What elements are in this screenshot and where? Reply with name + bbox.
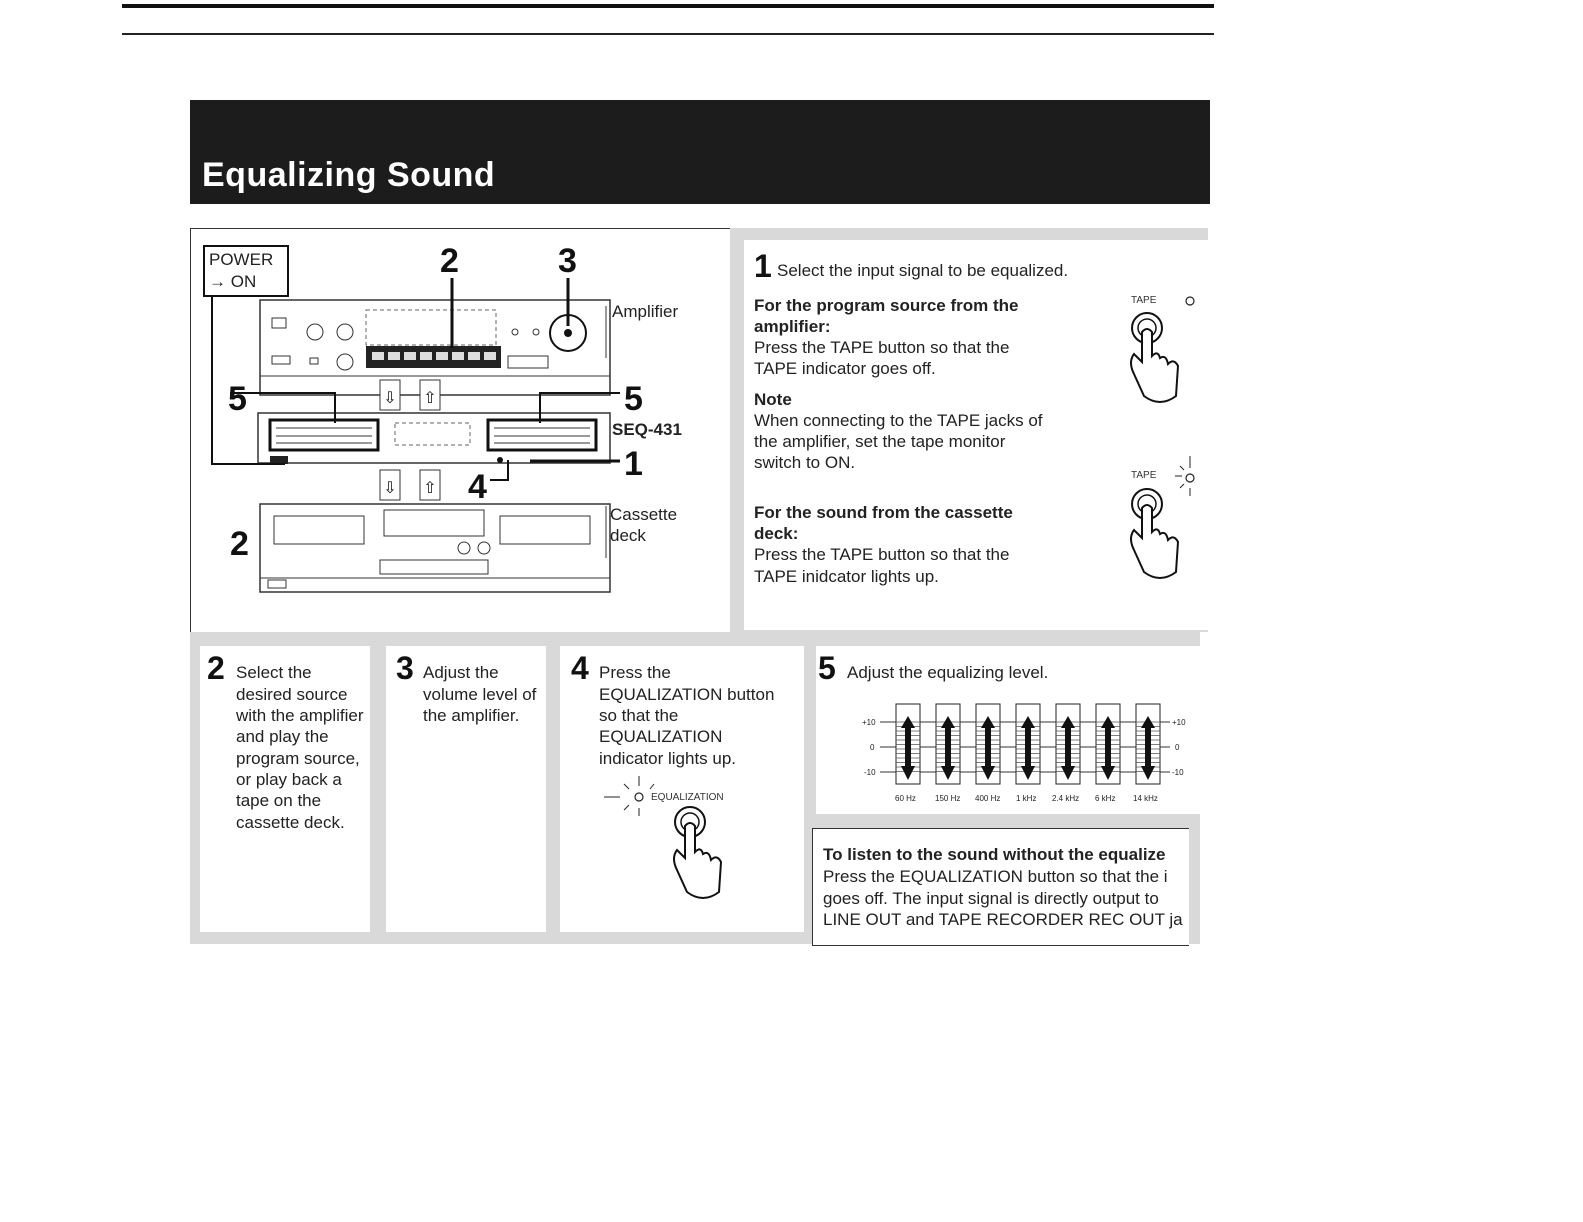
amp-text-1: Press the TAPE button so that the [754,338,1010,357]
equalizer-sliders [880,703,1170,785]
tape-label-off: TAPE [1131,295,1157,306]
step3-line-1: Adjust the [423,663,499,682]
callout-1: 1 [624,445,643,483]
equalization-indicator-label: EQUALIZATION [651,792,724,803]
step1-number: 1 [754,248,772,284]
scale-right-plus10: +10 [1172,718,1186,727]
step4-number: 4 [571,650,589,686]
svg-text:⇩: ⇩ [383,480,396,497]
seq-label: SEQ-431 [612,420,682,439]
deck-label: deck [610,526,646,545]
amp-heading-2: amplifier: [754,317,831,336]
step2-line-2: desired source [236,685,348,704]
step3-panel [386,646,546,932]
scale-right-zero: 0 [1175,743,1180,752]
eq-slider-4 [1015,703,1041,785]
band-label-3: 400 Hz [975,794,1001,803]
band-label-7: 14 kHz [1133,794,1158,803]
step4-line-3: so that the [599,706,679,725]
bypass-line-2: goes off. The input signal is directly o… [823,889,1159,908]
tape-button-lit-hand-icon [1130,456,1195,579]
equipment-diagram: ⇩ ⇧ ⇩ ⇧ [203,245,620,593]
amplifier-label: Amplifier [612,302,679,321]
step4-line-4: EQUALIZATION [599,727,723,746]
deck-text-2: TAPE inidcator lights up. [754,567,939,586]
equalization-button-hand-icon [604,776,723,899]
page-title: Equalizing Sound [202,156,496,194]
scale-left-plus10: +10 [862,718,876,727]
deck-heading-1: For the sound from the cassette [754,503,1013,522]
callout-2-left: 2 [230,525,249,563]
eq-slider-7 [1135,703,1161,785]
eq-slider-3 [975,703,1001,785]
power-on-label: → ON [209,272,257,291]
step5-number: 5 [818,650,836,686]
band-label-5: 2.4 kHz [1052,794,1080,803]
callout-4: 4 [468,468,487,506]
tape-button-hand-icon [1130,296,1195,403]
deck-text-1: Press the TAPE button so that the [754,545,1010,564]
svg-text:⇧: ⇧ [423,480,436,497]
top-rule-thin [122,33,1214,35]
svg-text:⇧: ⇧ [423,390,436,407]
step4-line-2: EQUALIZATION button [599,685,775,704]
note-line-2: the amplifier, set the tape monitor [754,432,1006,451]
amp-heading-1: For the program source from the [754,296,1019,315]
bypass-heading: To listen to the sound without the equal… [823,845,1166,864]
step3-line-3: the amplifier. [423,706,520,725]
step2-line-7: tape on the [236,791,322,810]
cassette-label: Cassette [610,505,678,524]
callout-2-top: 2 [440,242,459,280]
eq-slider-6 [1095,703,1121,785]
deck-heading-2: deck: [754,524,799,543]
band-label-6: 6 kHz [1095,794,1116,803]
note-heading: Note [754,390,792,409]
svg-text:⇩: ⇩ [383,390,396,407]
scale-right-minus10: -10 [1172,768,1184,777]
step2-line-1: Select the [236,663,312,682]
tape-label-on: TAPE [1131,470,1157,481]
band-label-2: 150 Hz [935,794,961,803]
power-label: POWER [209,250,274,269]
note-line-3: switch to ON. [754,453,856,472]
step1-text: Select the input signal to be equalized. [777,261,1069,280]
bypass-note-panel [812,828,1189,946]
step4-line-5: indicator lights up. [599,749,737,768]
amp-text-2: TAPE indicator goes off. [754,359,936,378]
callout-5-left: 5 [228,380,247,418]
bypass-line-1: Press the EQUALIZATION button so that th… [823,867,1168,886]
step2-line-4: and play the [236,727,329,746]
scale-left-zero: 0 [870,743,875,752]
step3-number: 3 [396,650,414,686]
eq-slider-1 [895,703,921,785]
step2-line-3: with the amplifier [236,706,364,725]
scale-left-minus10: -10 [864,768,876,777]
step1-panel [744,240,1208,630]
callout-3: 3 [558,242,577,280]
top-rule [122,4,1214,8]
header-band [190,100,1210,204]
eq-slider-2 [935,703,961,785]
callout-5-right: 5 [624,380,643,418]
step4-line-1: Press the [599,663,671,682]
step5-text: Adjust the equalizing level. [847,663,1049,682]
step2-line-6: or play back a [236,770,342,789]
step3-line-2: volume level of [423,685,537,704]
eq-slider-5 [1055,703,1081,785]
bypass-line-3: LINE OUT and TAPE RECORDER REC OUT ja [823,910,1183,929]
note-line-1: When connecting to the TAPE jacks of [754,411,1043,430]
step4-panel [560,646,804,932]
step2-panel [200,646,370,932]
band-label-4: 1 kHz [1016,794,1037,803]
step2-number: 2 [207,650,225,686]
band-label-1: 60 Hz [895,794,916,803]
step2-line-8: cassette deck. [236,813,345,832]
step2-line-5: program source, [236,749,360,768]
